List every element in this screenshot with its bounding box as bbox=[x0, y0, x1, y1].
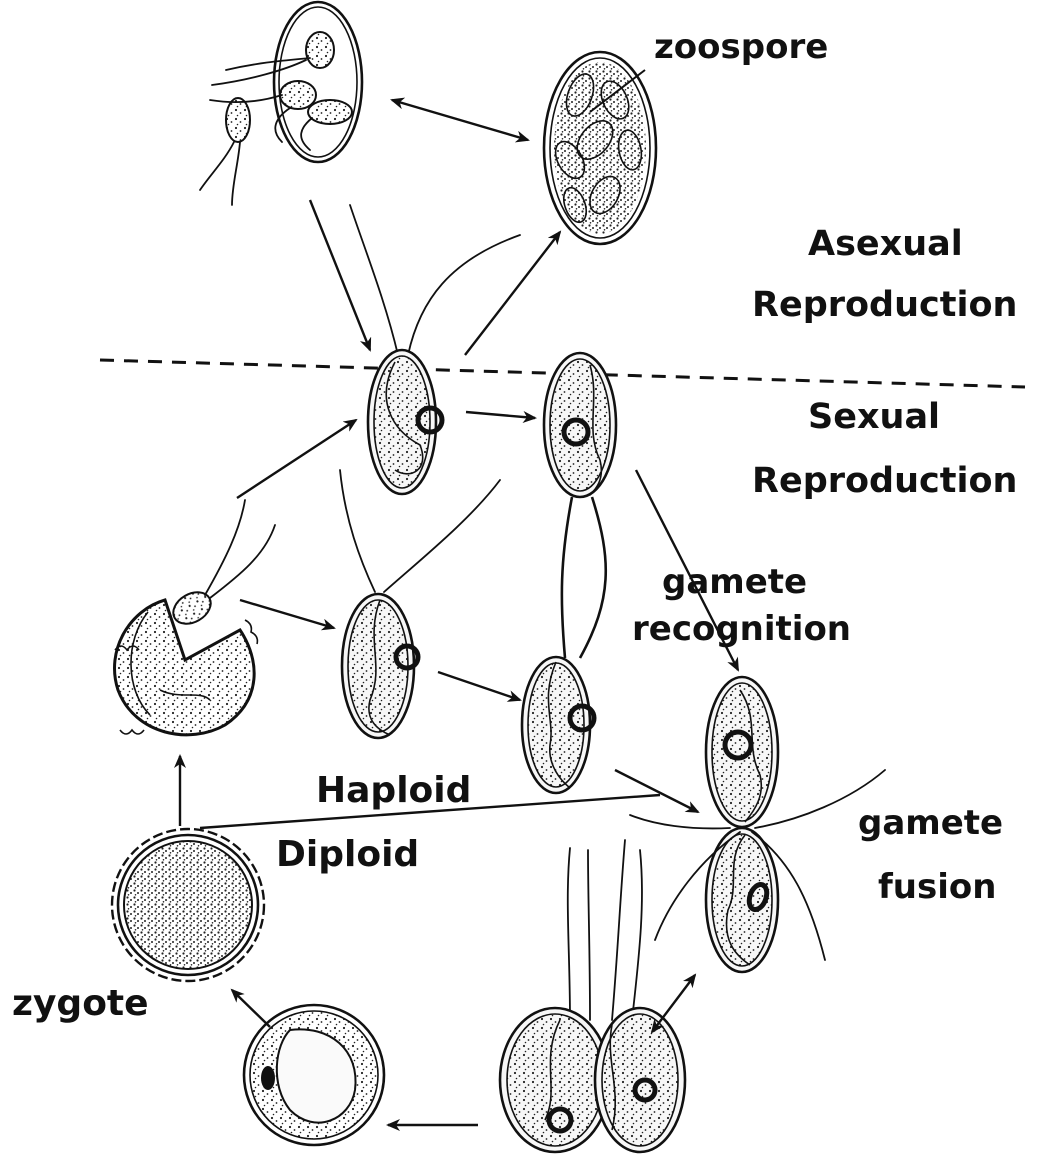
fusing-gametes-cell bbox=[630, 677, 885, 972]
label-zygote: zygote bbox=[12, 983, 149, 1024]
zoosporangium-cell bbox=[544, 52, 656, 244]
zygote-cell bbox=[112, 829, 264, 981]
label-gamete-recognition-2: recognition bbox=[632, 609, 851, 649]
young-zygote-cell bbox=[244, 1005, 384, 1145]
gamete-connection-flagella bbox=[562, 497, 606, 658]
label-gamete-fusion-2: fusion bbox=[878, 867, 996, 907]
gamete-middle-cell bbox=[340, 470, 500, 738]
vegetative-cell-top bbox=[350, 205, 520, 494]
label-haploid: Haploid bbox=[316, 770, 471, 811]
label-gamete-recognition-1: gamete bbox=[662, 562, 807, 602]
label-sexual: Sexual bbox=[808, 397, 940, 437]
label-asexual-reproduction: Reproduction bbox=[752, 285, 1017, 325]
label-zoospore: zoospore bbox=[654, 27, 828, 67]
cycle-arrows bbox=[180, 70, 738, 1125]
label-sexual-reproduction: Reproduction bbox=[752, 461, 1017, 501]
germinating-zygote-cell bbox=[115, 500, 275, 735]
gamete-pair-upper-cell bbox=[544, 353, 616, 497]
label-asexual: Asexual bbox=[808, 224, 963, 264]
sporangium-releasing-cell bbox=[200, 2, 362, 205]
label-gamete-fusion-1: gamete bbox=[858, 803, 1003, 843]
gamete-pair-lower-cell bbox=[522, 657, 594, 793]
label-diploid: Diploid bbox=[276, 834, 419, 875]
plasmogamy-cell bbox=[500, 840, 685, 1152]
